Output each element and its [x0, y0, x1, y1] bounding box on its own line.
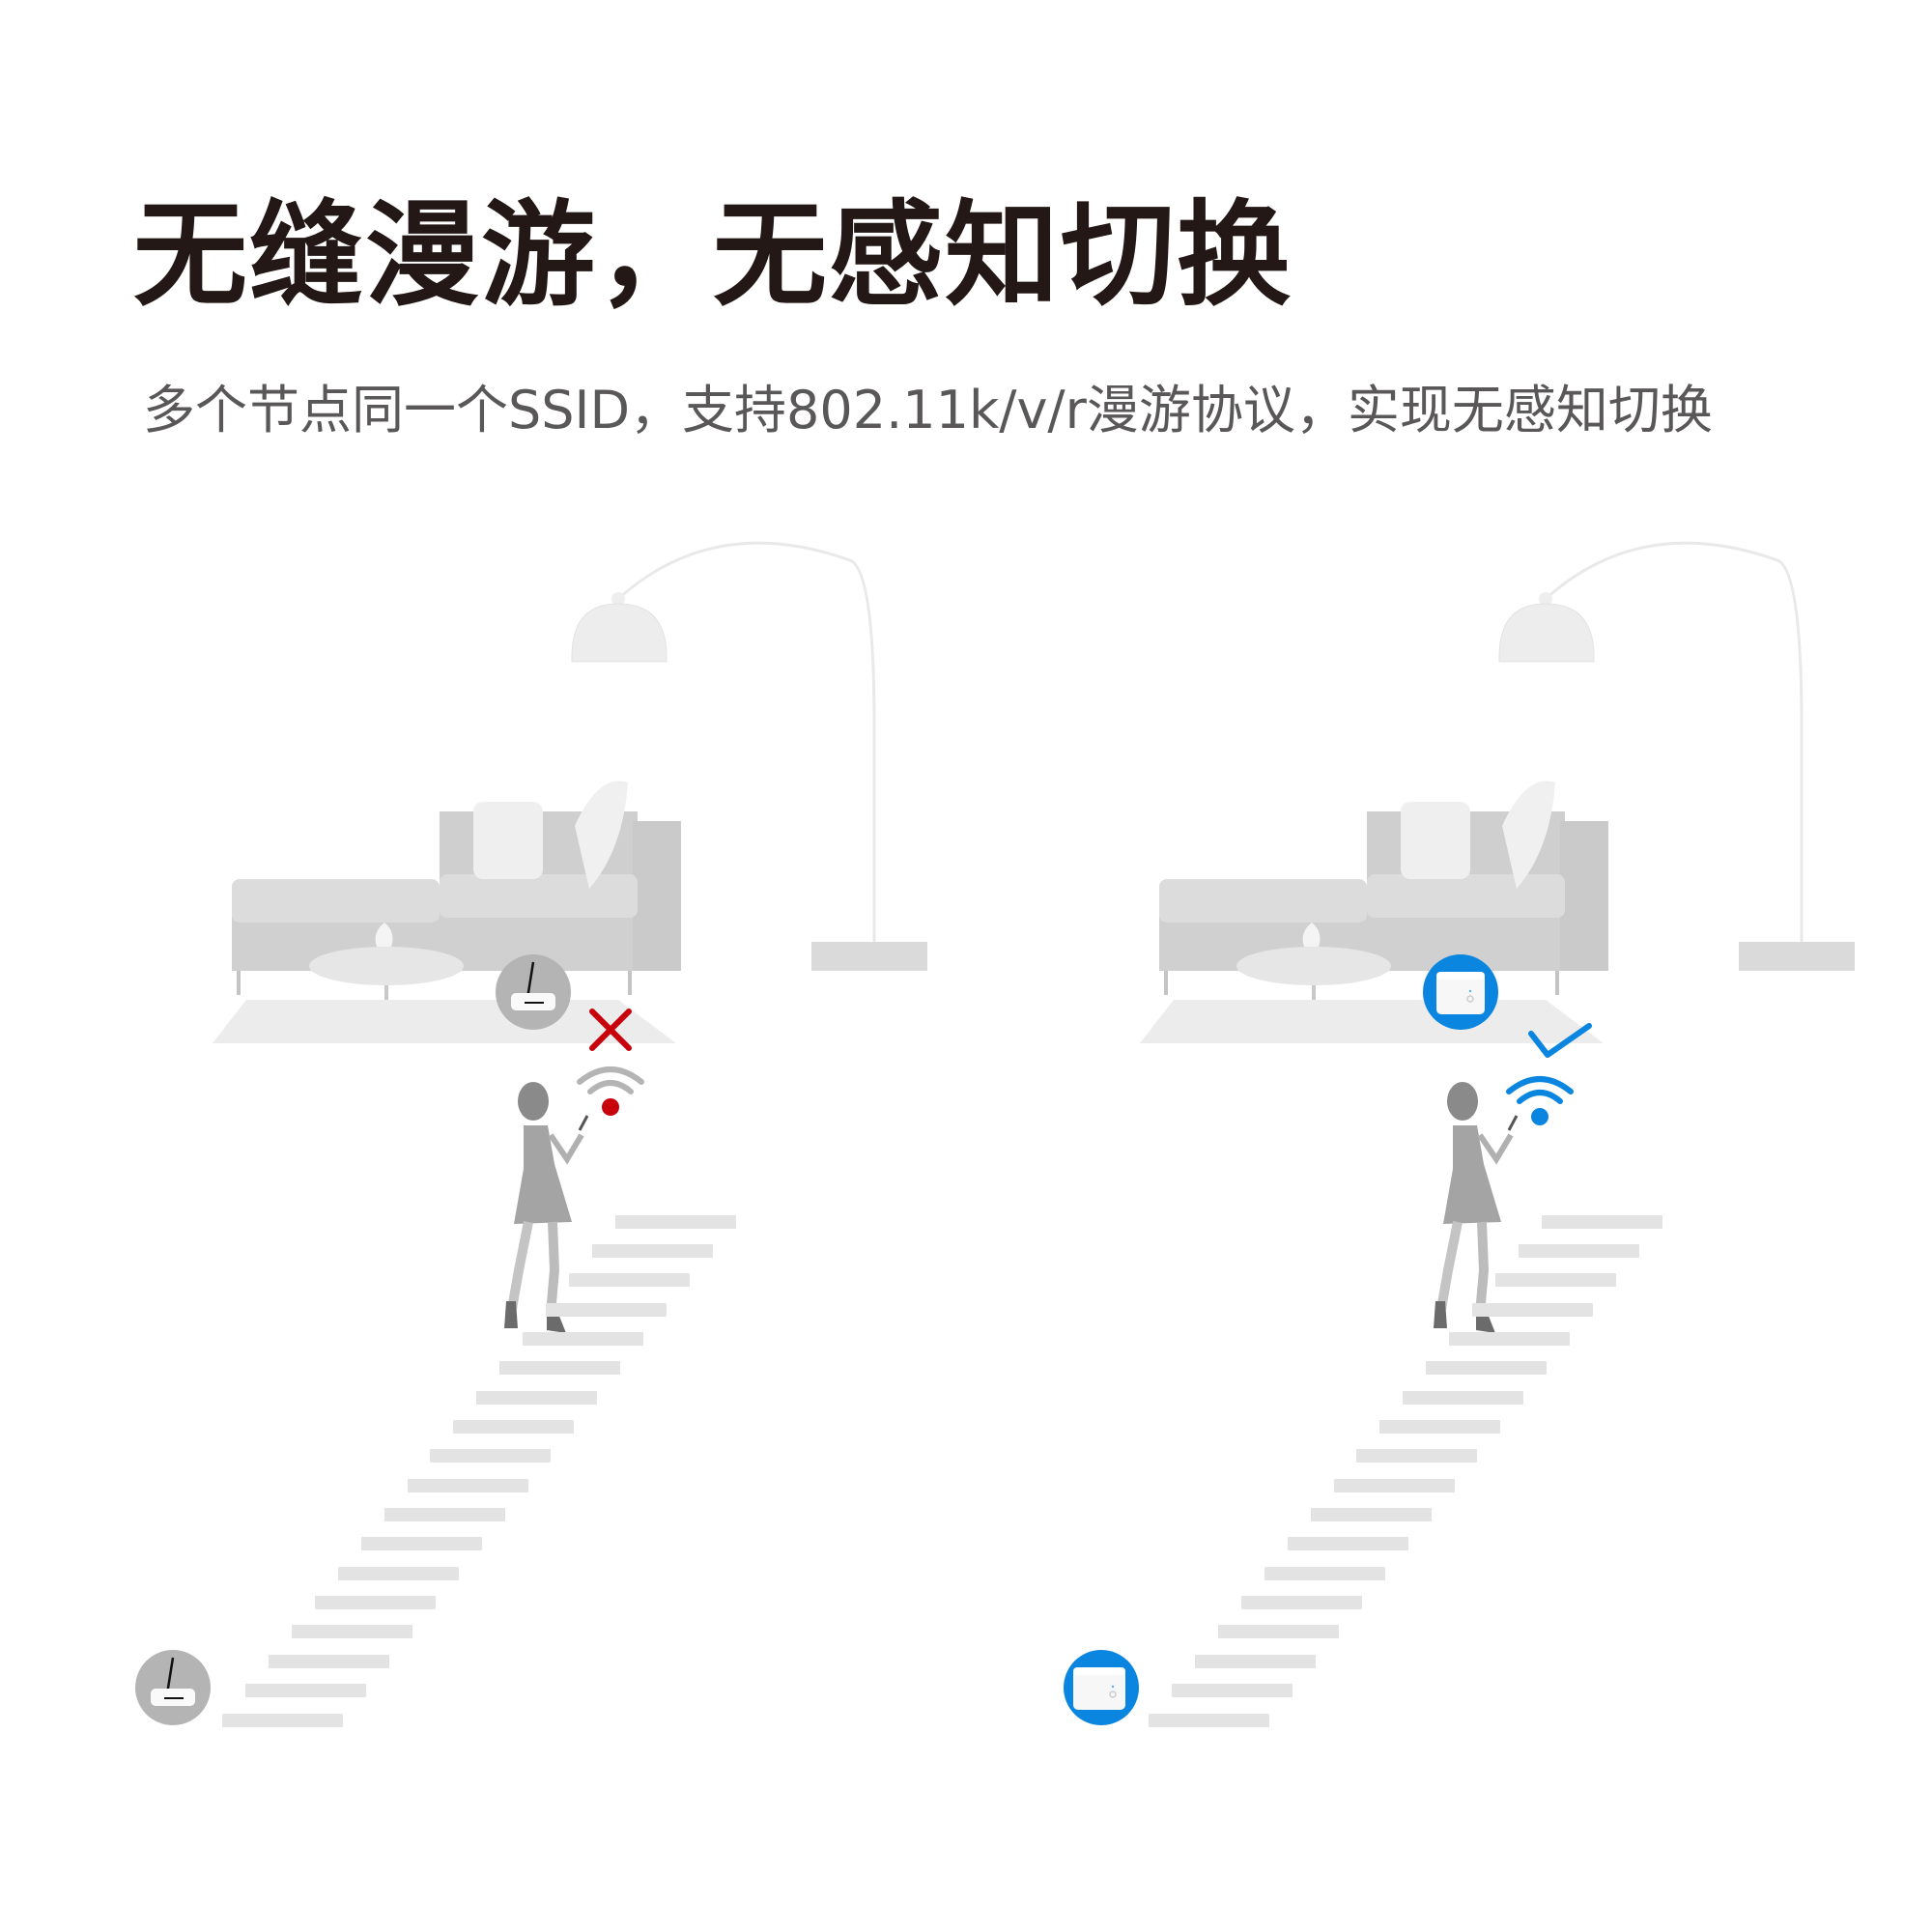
stair-step	[1195, 1655, 1316, 1668]
person-with-phone-icon	[1434, 1082, 1519, 1333]
stair-step	[1334, 1479, 1455, 1492]
stair-step	[546, 1303, 667, 1317]
stair-step	[569, 1273, 690, 1287]
living-room-illustration	[1140, 541, 1855, 1043]
living-room-illustration	[213, 541, 927, 1043]
stair-step	[1172, 1684, 1293, 1697]
page-title: 无缝漫游，无感知切换	[133, 188, 1293, 322]
stair-step	[1472, 1303, 1593, 1317]
router-node-top-left	[496, 954, 571, 1030]
stair-step	[408, 1479, 528, 1492]
stair-step	[523, 1332, 643, 1346]
wifi-weak-icon	[577, 1066, 644, 1116]
stair-step	[592, 1244, 713, 1258]
stair-step	[1495, 1273, 1616, 1287]
wifi-strong-icon	[1506, 1076, 1574, 1125]
x-mark-icon	[589, 1009, 632, 1051]
stair-step	[1379, 1420, 1500, 1434]
mesh-node-top-right	[1423, 954, 1498, 1030]
stair-step	[615, 1215, 736, 1229]
stair-step	[1288, 1537, 1408, 1550]
stair-step	[222, 1714, 343, 1727]
stair-step	[292, 1625, 412, 1638]
mesh-cube-router-icon	[1436, 972, 1485, 1014]
mesh-node-bottom-right	[1064, 1650, 1139, 1725]
single-antenna-router-icon	[511, 961, 555, 1010]
stair-step	[245, 1684, 366, 1697]
stair-step	[269, 1655, 389, 1668]
stair-step	[315, 1596, 436, 1609]
stair-step	[361, 1537, 482, 1550]
stair-step	[1149, 1714, 1269, 1727]
check-mark-icon	[1528, 1023, 1592, 1058]
page-subtitle: 多个节点同一个SSID，支持802.11k/v/r漫游协议，实现无感知切换	[143, 380, 1713, 440]
stair-step	[1542, 1215, 1662, 1229]
stair-step	[430, 1449, 551, 1463]
stair-step	[1519, 1244, 1639, 1258]
single-antenna-router-icon	[151, 1657, 195, 1706]
stair-step	[1426, 1361, 1547, 1375]
router-node-bottom-left	[135, 1650, 211, 1725]
stair-step	[1264, 1567, 1385, 1580]
mesh-cube-router-icon	[1073, 1667, 1125, 1710]
stair-step	[384, 1508, 505, 1521]
stair-step	[499, 1361, 620, 1375]
stair-step	[338, 1567, 459, 1580]
person-with-phone-icon	[504, 1082, 589, 1333]
stair-step	[1218, 1625, 1339, 1638]
stair-step	[1311, 1508, 1432, 1521]
stair-step	[1449, 1332, 1570, 1346]
stair-step	[476, 1391, 597, 1405]
stair-step	[1356, 1449, 1477, 1463]
stair-step	[1241, 1596, 1362, 1609]
stair-step	[453, 1420, 574, 1434]
stair-step	[1403, 1391, 1523, 1405]
